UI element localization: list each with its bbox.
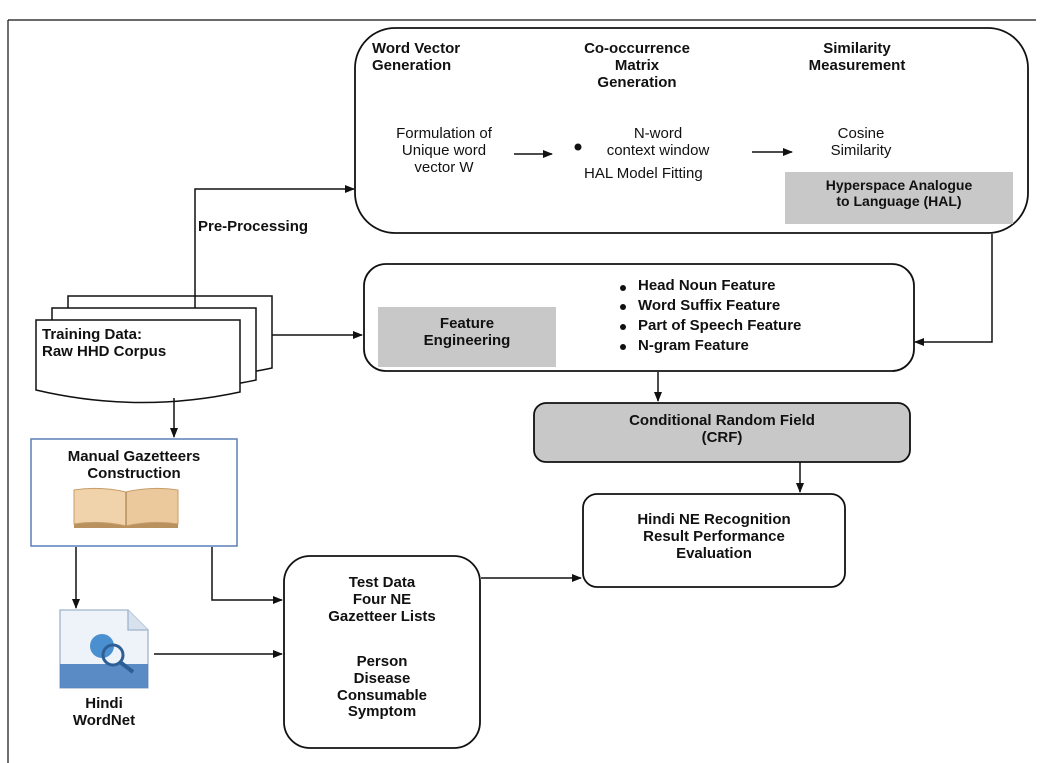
test-data-box [283,555,481,749]
feature-item-ngram: N-gram Feature [638,337,749,354]
training-data-label: Training Data: Raw HHD Corpus [42,326,167,360]
context-window-text: N-word context window [606,125,710,159]
feature-item-word-suffix: Word Suffix Feature [638,297,781,314]
result-label: Hindi NE Recognition Result Performance … [637,511,791,562]
wordnet-label: Hindi WordNet [72,695,136,729]
feature-engineering-label: Feature Engineering [423,315,511,349]
feature-bullet-3 [620,324,626,330]
feature-item-head-noun: Head Noun Feature [638,277,776,294]
wordnet-document-icon [59,609,149,689]
hal-bullet-dot [574,143,582,151]
result-box [582,493,846,588]
cosine-similarity-text: Cosine Similarity [830,125,892,159]
gazetteers-label: Manual Gazetteers Construction [67,448,201,482]
feature-bullet-2 [620,304,626,310]
word-vector-title: Word Vector Generation [372,40,461,74]
book-icon [73,487,179,528]
test-data-lists: Person Disease Consumable Symptom [336,653,427,721]
word-vector-text: Formulation of Unique word vector W [396,125,492,176]
training-data-document-stack [35,295,273,404]
test-data-title: Test Data Four NE Gazetteer Lists [328,574,436,625]
similarity-title: Similarity Measurement [808,40,906,74]
hal-label: Hyperspace Analogue to Language (HAL) [825,177,973,209]
hal-model-fitting-text: HAL Model Fitting [584,165,703,182]
feature-item-pos: Part of Speech Feature [638,317,802,334]
arrow-hal-to-features [914,234,993,346]
feature-bullet-4 [620,344,626,350]
feature-engineering-label-box [378,307,556,367]
crf-box [533,402,911,463]
arrow-preprocessing [194,185,355,308]
arrow-gazetteers-to-testdata [211,547,283,604]
hal-label-box [785,172,1013,224]
cooccurrence-title: Co-occurrence Matrix Generation [584,40,690,91]
crf-label: Conditional Random Field (CRF) [629,412,815,446]
preprocessing-label: Pre-Processing [198,218,309,235]
feature-bullet-1 [620,285,626,291]
